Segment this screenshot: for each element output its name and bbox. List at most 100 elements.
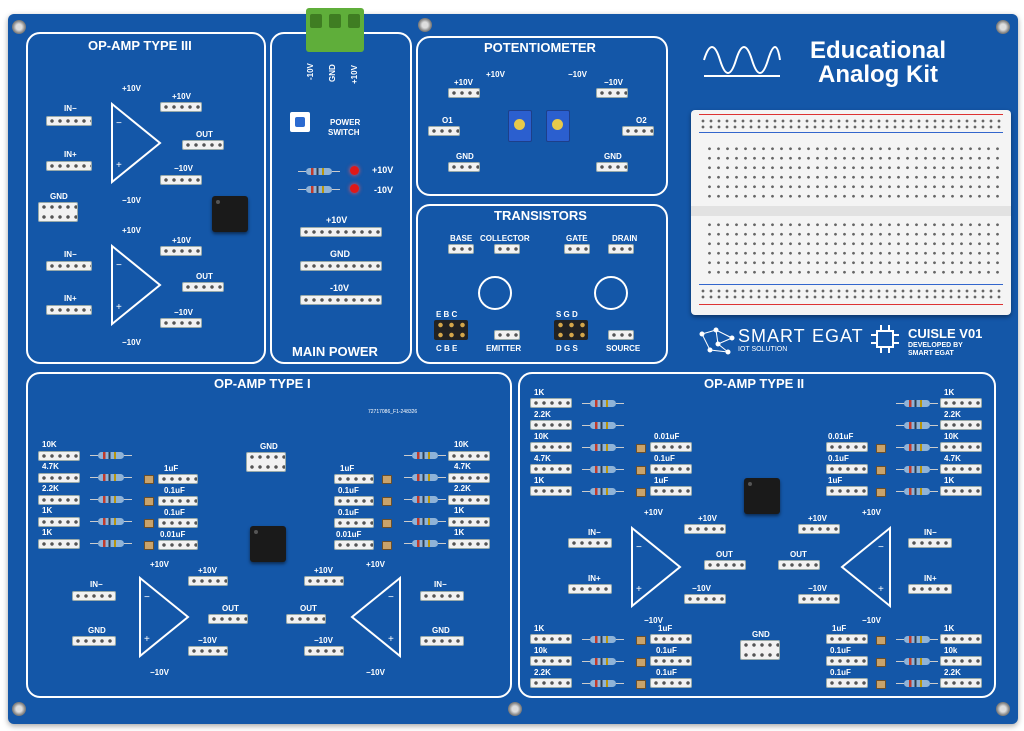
header-pins[interactable]	[530, 420, 572, 430]
header-pins[interactable]	[650, 442, 692, 452]
header-pins[interactable]	[940, 678, 982, 688]
header-pins-out[interactable]	[208, 614, 248, 624]
header-pins[interactable]	[334, 474, 374, 484]
header-pins[interactable]	[826, 486, 868, 496]
mosfet-socket[interactable]	[554, 320, 588, 340]
header-pins[interactable]	[650, 486, 692, 496]
header-pins[interactable]	[334, 540, 374, 550]
header-pins[interactable]	[650, 464, 692, 474]
header-pins[interactable]	[826, 442, 868, 452]
header-pins-gnd[interactable]	[72, 636, 116, 646]
header-pins-plus-10v[interactable]	[684, 524, 726, 534]
header-pins[interactable]	[940, 656, 982, 666]
header-pins[interactable]	[158, 474, 198, 484]
header-pins-plus-10v[interactable]	[304, 576, 344, 586]
header-pins-gnd[interactable]	[420, 636, 464, 646]
header-pins[interactable]	[38, 451, 80, 461]
header-pins[interactable]	[826, 464, 868, 474]
header-pins-out[interactable]	[704, 560, 746, 570]
header-pins[interactable]	[530, 656, 572, 666]
header-pins-drain[interactable]	[608, 244, 634, 254]
header-pins[interactable]	[650, 678, 692, 688]
header-pins-in-plus[interactable]	[568, 584, 612, 594]
header-pins-plus-10v[interactable]	[448, 88, 480, 98]
header-pins-in-minus[interactable]	[908, 538, 952, 548]
header-pins[interactable]	[940, 464, 982, 474]
header-pins-collector[interactable]	[494, 244, 520, 254]
header-pins[interactable]	[826, 678, 868, 688]
header-pins[interactable]	[650, 634, 692, 644]
header-pins[interactable]	[940, 486, 982, 496]
header-pins[interactable]	[530, 442, 572, 452]
breadboard[interactable]	[691, 110, 1011, 315]
header-pins-in-plus[interactable]	[46, 161, 92, 171]
header-pins-in-plus[interactable]	[908, 584, 952, 594]
header-pins-minus-10v[interactable]	[160, 318, 202, 328]
header-pins-minus-10v[interactable]	[304, 646, 344, 656]
header-pins-gnd[interactable]	[740, 640, 780, 660]
header-pins[interactable]	[334, 518, 374, 528]
header-pins-out[interactable]	[286, 614, 326, 624]
header-pins[interactable]	[826, 634, 868, 644]
header-pins[interactable]	[448, 539, 490, 549]
power-switch[interactable]	[290, 112, 310, 132]
header-pins[interactable]	[448, 495, 490, 505]
potentiometer-1[interactable]	[508, 110, 532, 142]
header-pins[interactable]	[940, 420, 982, 430]
header-pins[interactable]	[650, 656, 692, 666]
header-pins-out[interactable]	[182, 140, 224, 150]
header-pins-emitter[interactable]	[494, 330, 520, 340]
header-pins-minus-10v[interactable]	[684, 594, 726, 604]
header-pins[interactable]	[158, 540, 198, 550]
header-pins-out[interactable]	[778, 560, 820, 570]
header-pins[interactable]	[940, 398, 982, 408]
header-pins[interactable]	[940, 634, 982, 644]
header-pins-gnd[interactable]	[448, 162, 480, 172]
header-pins-gnd[interactable]	[596, 162, 628, 172]
header-pins[interactable]	[334, 496, 374, 506]
header-pins[interactable]	[530, 464, 572, 474]
breadboard-holes-upper[interactable]	[705, 144, 1005, 202]
potentiometer-2[interactable]	[546, 110, 570, 142]
header-pins[interactable]	[530, 486, 572, 496]
header-pins-minus-10v[interactable]	[596, 88, 628, 98]
header-pins[interactable]	[38, 473, 80, 483]
header-pins-plus-10v[interactable]	[160, 102, 202, 112]
header-pins-gnd[interactable]	[246, 452, 286, 472]
header-pins[interactable]	[826, 656, 868, 666]
header-pins-in-minus[interactable]	[420, 591, 464, 601]
header-pins-source[interactable]	[608, 330, 634, 340]
header-pins-o1[interactable]	[428, 126, 460, 136]
header-pins-plus-10v[interactable]	[300, 227, 382, 237]
header-pins-minus-10v[interactable]	[160, 175, 202, 185]
header-pins-in-minus[interactable]	[46, 261, 92, 271]
header-pins-in-minus[interactable]	[46, 116, 92, 126]
header-pins-o2[interactable]	[622, 126, 654, 136]
header-pins[interactable]	[448, 473, 490, 483]
header-pins[interactable]	[158, 518, 198, 528]
header-pins-in-minus[interactable]	[72, 591, 116, 601]
header-pins[interactable]	[530, 398, 572, 408]
breadboard-holes-lower[interactable]	[705, 220, 1005, 278]
header-pins-plus-10v[interactable]	[160, 246, 202, 256]
header-pins-in-plus[interactable]	[46, 305, 92, 315]
header-pins-gnd[interactable]	[300, 261, 382, 271]
power-terminal-block[interactable]	[306, 8, 364, 52]
header-pins-base[interactable]	[448, 244, 474, 254]
header-pins-out[interactable]	[182, 282, 224, 292]
header-pins-in-minus[interactable]	[568, 538, 612, 548]
header-pins[interactable]	[448, 451, 490, 461]
header-pins-minus-10v[interactable]	[300, 295, 382, 305]
header-pins[interactable]	[448, 517, 490, 527]
bjt-socket[interactable]	[434, 320, 468, 340]
header-pins[interactable]	[530, 634, 572, 644]
header-pins-plus-10v[interactable]	[798, 524, 840, 534]
header-pins-minus-10v[interactable]	[798, 594, 840, 604]
header-pins[interactable]	[38, 517, 80, 527]
header-pins[interactable]	[158, 496, 198, 506]
header-pins-minus-10v[interactable]	[188, 646, 228, 656]
header-pins[interactable]	[940, 442, 982, 452]
header-pins-gate[interactable]	[564, 244, 590, 254]
header-pins[interactable]	[38, 495, 80, 505]
header-pins-gnd[interactable]	[38, 202, 78, 222]
